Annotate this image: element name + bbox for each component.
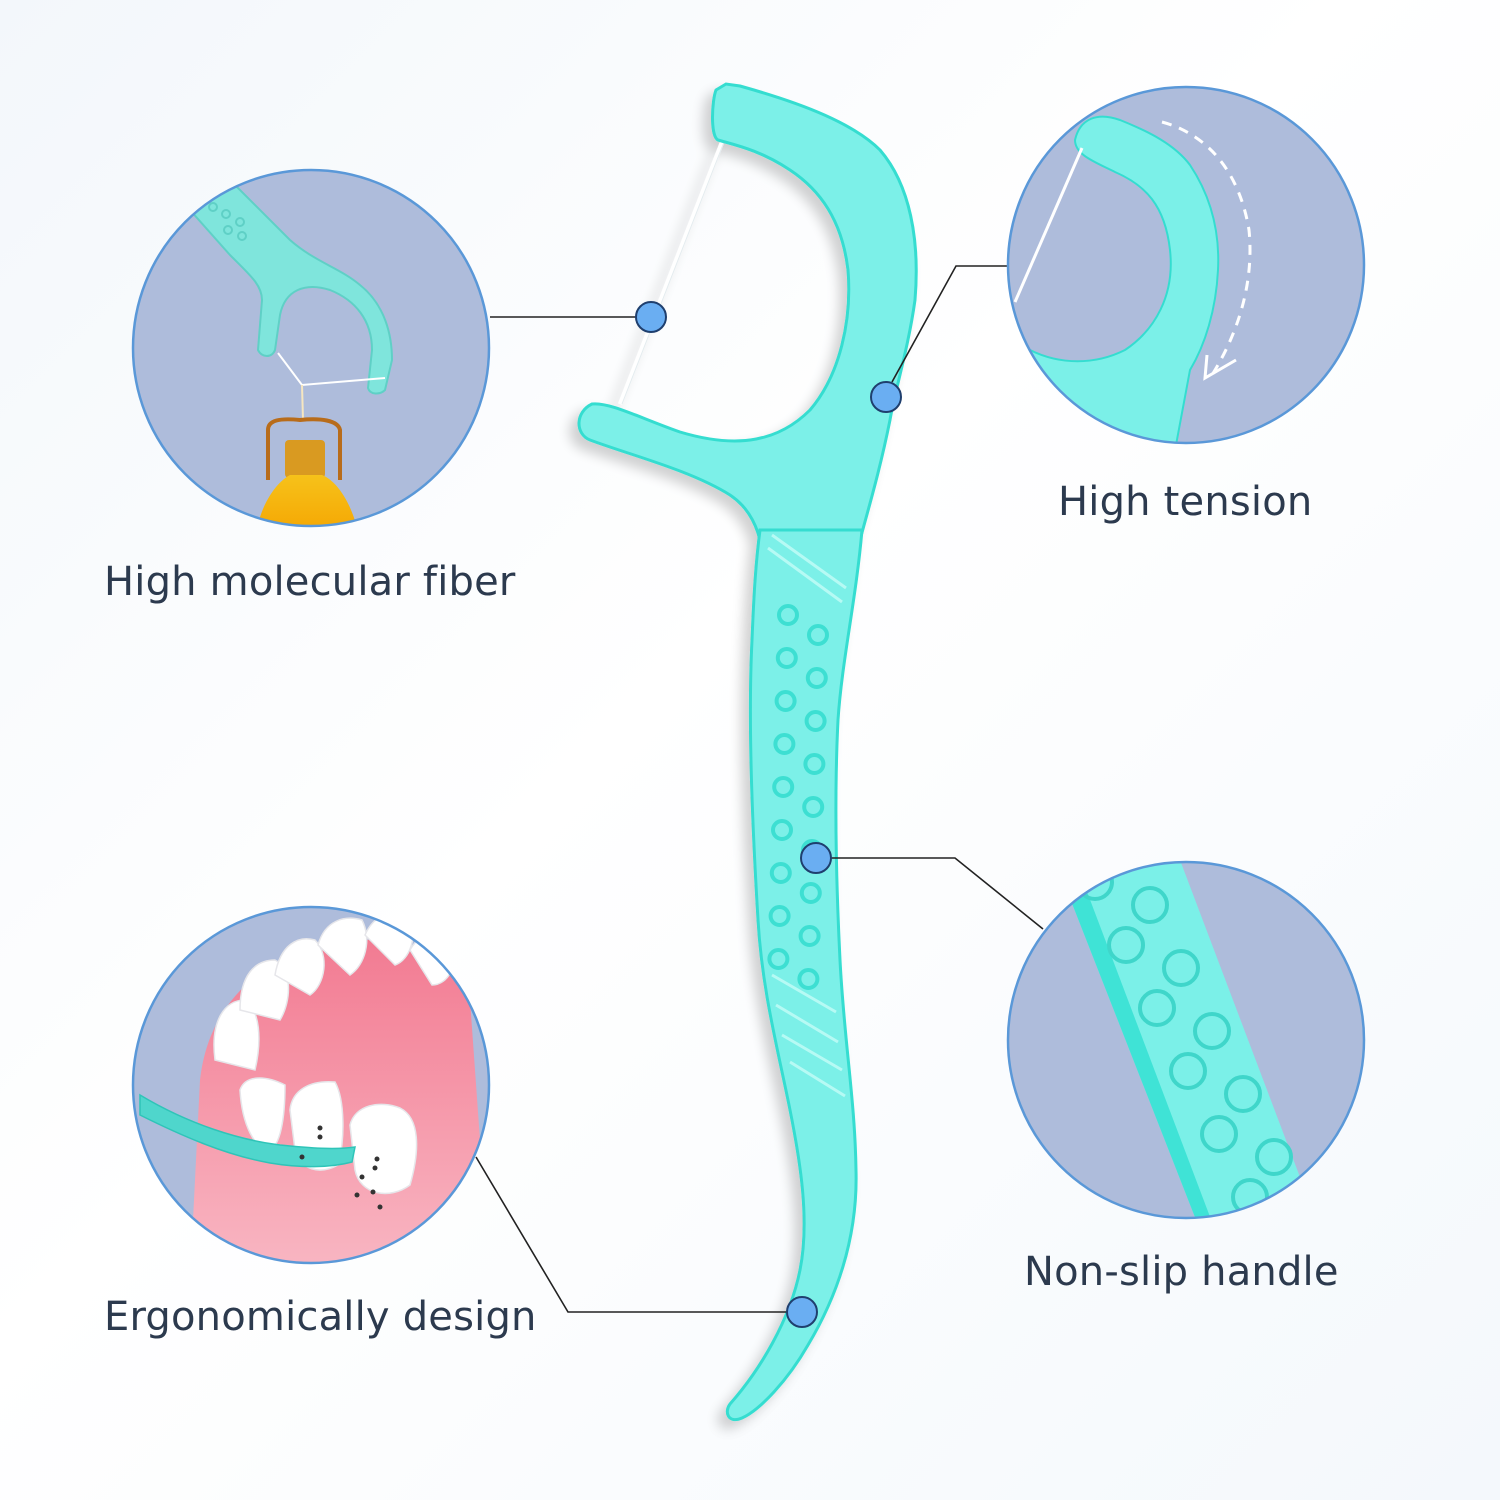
- grip-dot: [1286, 1201, 1324, 1218]
- label-ergonomically-design: Ergonomically design: [104, 1294, 537, 1340]
- marker-tension[interactable]: [870, 381, 902, 413]
- floss-pick-handle: [725, 528, 864, 1421]
- label-high-tension: High tension: [1058, 479, 1313, 525]
- grip-dot: [775, 647, 798, 669]
- floss-pick-head: [577, 82, 918, 542]
- grip-dot: [1255, 1138, 1293, 1176]
- grip-dot: [1224, 1075, 1262, 1113]
- grip-dot: [771, 819, 793, 841]
- grip-dot: [1169, 1052, 1207, 1090]
- grip-dot: [802, 796, 825, 818]
- detail-circle-handle: [1006, 860, 1366, 1220]
- grip-dot: [1107, 926, 1145, 964]
- detail-circle-fiber: [131, 168, 491, 528]
- grip-dot: [1193, 1012, 1231, 1050]
- grip-dot: [1200, 1115, 1238, 1153]
- grip-dot: [797, 968, 820, 990]
- marker-fiber[interactable]: [635, 301, 667, 333]
- handle-grip-dots: [767, 604, 829, 990]
- floss-thread: [618, 141, 724, 405]
- detail-circle-tension: [1006, 85, 1366, 445]
- floss-head-tension-icon: [1013, 115, 1252, 443]
- grip-dot: [777, 604, 799, 626]
- callout-markers: [635, 301, 902, 1328]
- connector-tension: [891, 265, 1008, 383]
- marker-handle[interactable]: [800, 842, 832, 874]
- grip-dot: [1131, 886, 1169, 924]
- grip-dot: [1162, 949, 1200, 987]
- grip-dot: [803, 753, 826, 775]
- plaque-dots: [299, 1125, 383, 1210]
- floss-pick-product: [577, 82, 918, 1421]
- grip-dot: [798, 925, 821, 947]
- grip-dot: [804, 710, 827, 732]
- grip-dot: [774, 690, 797, 712]
- floss-between-teeth-icon: [139, 913, 489, 1263]
- grip-dot: [773, 733, 796, 755]
- connector-handle: [830, 857, 1044, 930]
- grip-dot: [1138, 989, 1176, 1027]
- grip-dot: [767, 948, 790, 970]
- marker-ergo[interactable]: [786, 1296, 818, 1328]
- handle-grooves: [767, 533, 847, 1098]
- grip-dot: [769, 862, 792, 884]
- textured-handle-icon: [1055, 862, 1324, 1218]
- label-non-slip-handle: Non-slip handle: [1024, 1249, 1339, 1295]
- arrow-down-icon: [1203, 354, 1237, 381]
- callout-connectors: [475, 265, 1044, 1313]
- connector-ergo: [475, 1156, 792, 1313]
- grip-dot: [805, 667, 828, 689]
- grip-dot: [772, 776, 795, 798]
- detail-circle-ergonomic: [131, 905, 491, 1265]
- grip-dot: [807, 624, 829, 646]
- grip-dot: [768, 905, 791, 927]
- label-high-molecular-fiber: High molecular fiber: [104, 559, 516, 605]
- grip-dot: [799, 882, 822, 904]
